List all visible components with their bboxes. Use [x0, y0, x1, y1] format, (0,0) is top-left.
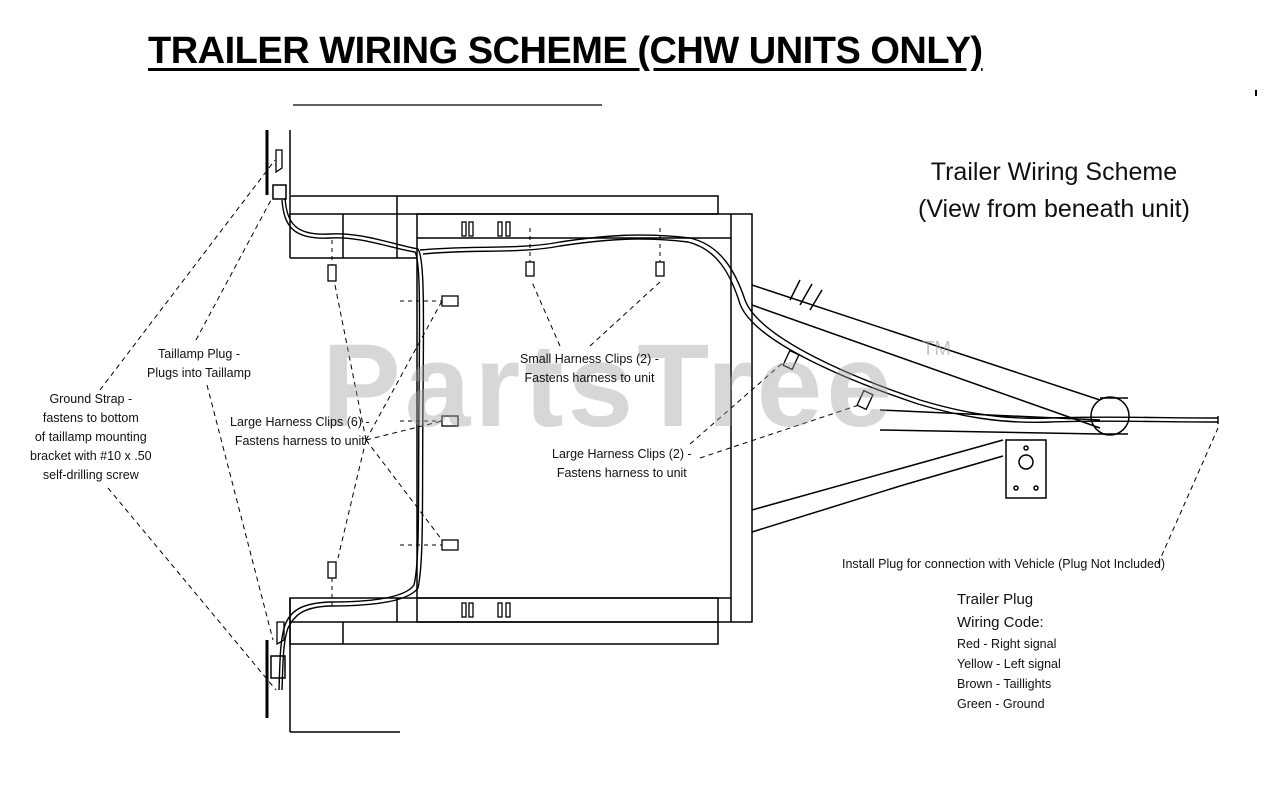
wiring-code-row: Green - Ground — [957, 697, 1045, 711]
small-clips-label: Small Harness Clips (2) - Fastens harnes… — [520, 350, 659, 388]
taillamp-plug-label: Taillamp Plug - Plugs into Taillamp — [147, 345, 251, 383]
heading-line-2: (View from beneath unit) — [918, 195, 1190, 223]
wiring-code-table: Trailer Plug Wiring Code: Red - Right si… — [957, 588, 1061, 714]
ground-strap-line-5: self-drilling screw — [42, 468, 139, 482]
large-clips-6-label: Large Harness Clips (6) - Fastens harnes… — [230, 413, 370, 451]
large-clips-2-label: Large Harness Clips (2) - Fastens harnes… — [552, 445, 692, 483]
large-clips-6-line-1: Large Harness Clips (6) - — [230, 415, 370, 429]
wiring-code-row: Yellow - Left signal — [957, 657, 1061, 671]
large-clips-2-line-2: Fastens harness to unit — [556, 466, 687, 480]
small-clips-line-2: Fastens harness to unit — [524, 371, 655, 385]
install-plug-label: Install Plug for connection with Vehicle… — [842, 555, 1165, 574]
taillamp-plug-line-1: Taillamp Plug - — [158, 347, 240, 361]
heading-line-1: Trailer Wiring Scheme — [930, 158, 1178, 186]
jack-bracket — [1005, 439, 1047, 499]
taillamp-plug-line-2: Plugs into Taillamp — [147, 366, 251, 380]
diagram-heading: Trailer Wiring Scheme (View from beneath… — [918, 154, 1190, 228]
ground-strap-line-1: Ground Strap - — [49, 392, 133, 406]
leader-lines — [99, 159, 1219, 691]
large-clips-2-line-1: Large Harness Clips (2) - — [552, 447, 692, 461]
ground-strap-line-4: bracket with #10 x .50 — [30, 449, 152, 463]
install-plug-text: Install Plug for connection with Vehicle… — [842, 557, 1166, 571]
ground-strap-label: Ground Strap - fastens to bottom of tail… — [30, 390, 152, 485]
page-title: TRAILER WIRING SCHEME (CHW UNITS ONLY) — [148, 30, 983, 72]
harness-clips — [327, 221, 874, 618]
small-clips-line-1: Small Harness Clips (2) - — [520, 352, 659, 366]
wiring-code-row: Red - Right signal — [957, 637, 1057, 651]
top-crossmember — [289, 195, 719, 259]
deck-panel — [416, 213, 753, 623]
wiring-code-row: Brown - Taillights — [957, 677, 1052, 691]
trademark-mark: TM — [922, 338, 951, 360]
taillamp-top — [272, 149, 287, 200]
ground-strap-line-2: fastens to bottom — [42, 411, 139, 425]
wiring-code-title-1: Trailer Plug — [957, 591, 1034, 608]
ground-strap-line-3: of taillamp mounting — [34, 430, 147, 444]
taillamp-bottom — [270, 621, 286, 679]
wiring-code-title-2: Wiring Code: — [957, 614, 1044, 631]
clip-centerlines — [331, 228, 661, 610]
wiring-harness — [278, 197, 1219, 691]
large-clips-6-line-2: Fastens harness to unit — [234, 434, 365, 448]
